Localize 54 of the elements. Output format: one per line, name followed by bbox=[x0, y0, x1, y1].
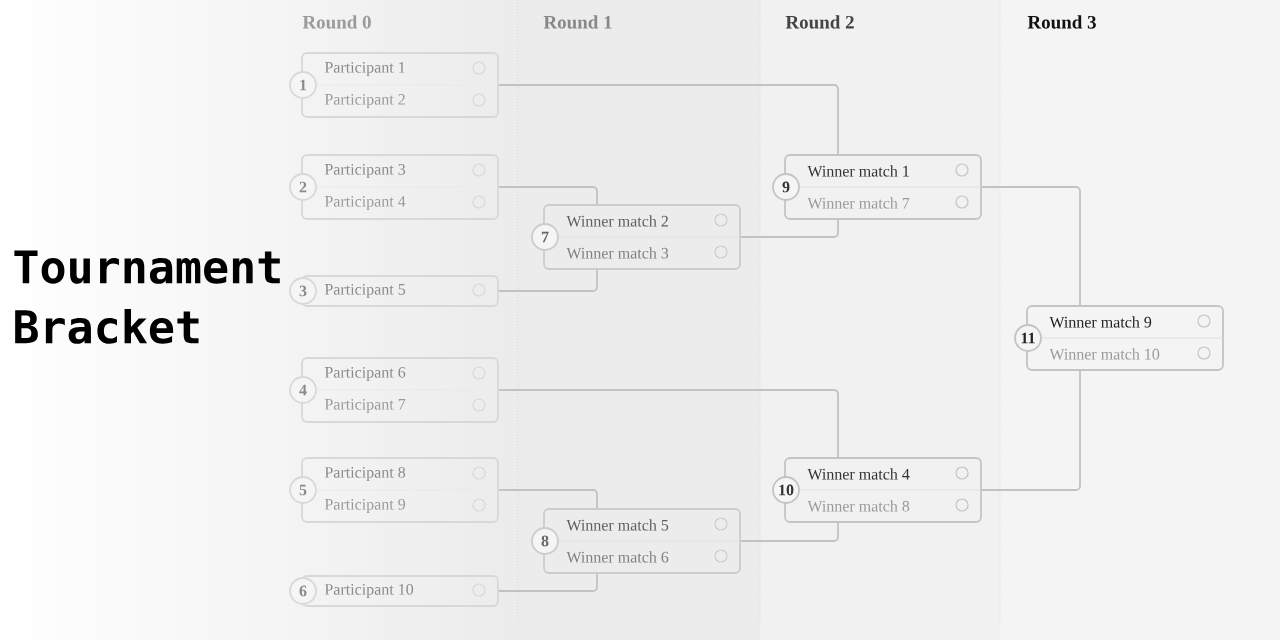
match-box bbox=[289, 357, 499, 423]
participant-name: Participant 8 bbox=[324, 467, 406, 482]
connector-line bbox=[498, 269, 598, 292]
participant-name: Winner match 1 bbox=[807, 165, 909, 177]
round-heading: Round 1 bbox=[543, 15, 612, 29]
connector-line bbox=[498, 573, 598, 592]
match-box bbox=[289, 275, 499, 307]
connector-line bbox=[498, 84, 839, 155]
participant-name: Winner match 8 bbox=[807, 500, 910, 512]
participant-name: Winner match 5 bbox=[566, 519, 669, 531]
match-number-badge: 2 bbox=[289, 173, 317, 201]
round-heading: Round 0 bbox=[302, 15, 371, 29]
participant-name: Participant 10 bbox=[324, 584, 414, 599]
match-number-badge: 7 bbox=[531, 223, 559, 251]
connector-line bbox=[498, 389, 839, 458]
match-box bbox=[289, 52, 499, 118]
participant-name: Participant 9 bbox=[324, 499, 406, 513]
participant-name: Winner match 9 bbox=[1049, 316, 1152, 328]
match-box bbox=[289, 575, 499, 607]
participant-name: Winner match 2 bbox=[566, 215, 668, 227]
connector-line bbox=[498, 186, 598, 205]
participant-name: Participant 7 bbox=[324, 399, 406, 413]
participant-name: Winner match 10 bbox=[1049, 348, 1160, 360]
match-box bbox=[289, 154, 499, 220]
match-number-badge: 3 bbox=[289, 277, 317, 305]
participant-name: Participant 3 bbox=[324, 164, 406, 178]
connector-line bbox=[498, 489, 598, 509]
round-heading: Round 2 bbox=[785, 15, 854, 29]
participant-name: Winner match 4 bbox=[807, 468, 910, 480]
connector-line bbox=[981, 186, 1081, 306]
round-heading: Round 3 bbox=[1027, 15, 1096, 29]
match-box bbox=[772, 154, 982, 220]
participant-name: Participant 5 bbox=[324, 284, 406, 298]
connector-line bbox=[740, 219, 839, 238]
title: Tournament Bracket bbox=[14, 250, 280, 344]
participant-name: Winner match 7 bbox=[807, 197, 910, 209]
match-number-badge: 4 bbox=[289, 376, 317, 404]
match-box bbox=[531, 508, 741, 574]
participant-name: Winner match 3 bbox=[566, 247, 669, 259]
connector-line bbox=[981, 370, 1081, 491]
connector-line bbox=[740, 522, 839, 542]
match-number-badge: 8 bbox=[531, 527, 559, 555]
match-number-badge: 9 bbox=[772, 173, 800, 201]
match-box bbox=[531, 204, 741, 270]
match-number-badge: 1 bbox=[289, 71, 317, 99]
participant-name: Winner match 6 bbox=[566, 551, 669, 563]
match-box bbox=[772, 457, 982, 523]
participant-name: Participant 2 bbox=[324, 94, 405, 108]
participant-name: Participant 1 bbox=[324, 62, 405, 76]
participant-name: Participant 6 bbox=[324, 367, 406, 381]
match-box bbox=[1014, 305, 1224, 371]
participant-name: Participant 4 bbox=[324, 196, 406, 210]
match-number-badge: 11 bbox=[1014, 324, 1042, 352]
match-box bbox=[289, 457, 499, 523]
